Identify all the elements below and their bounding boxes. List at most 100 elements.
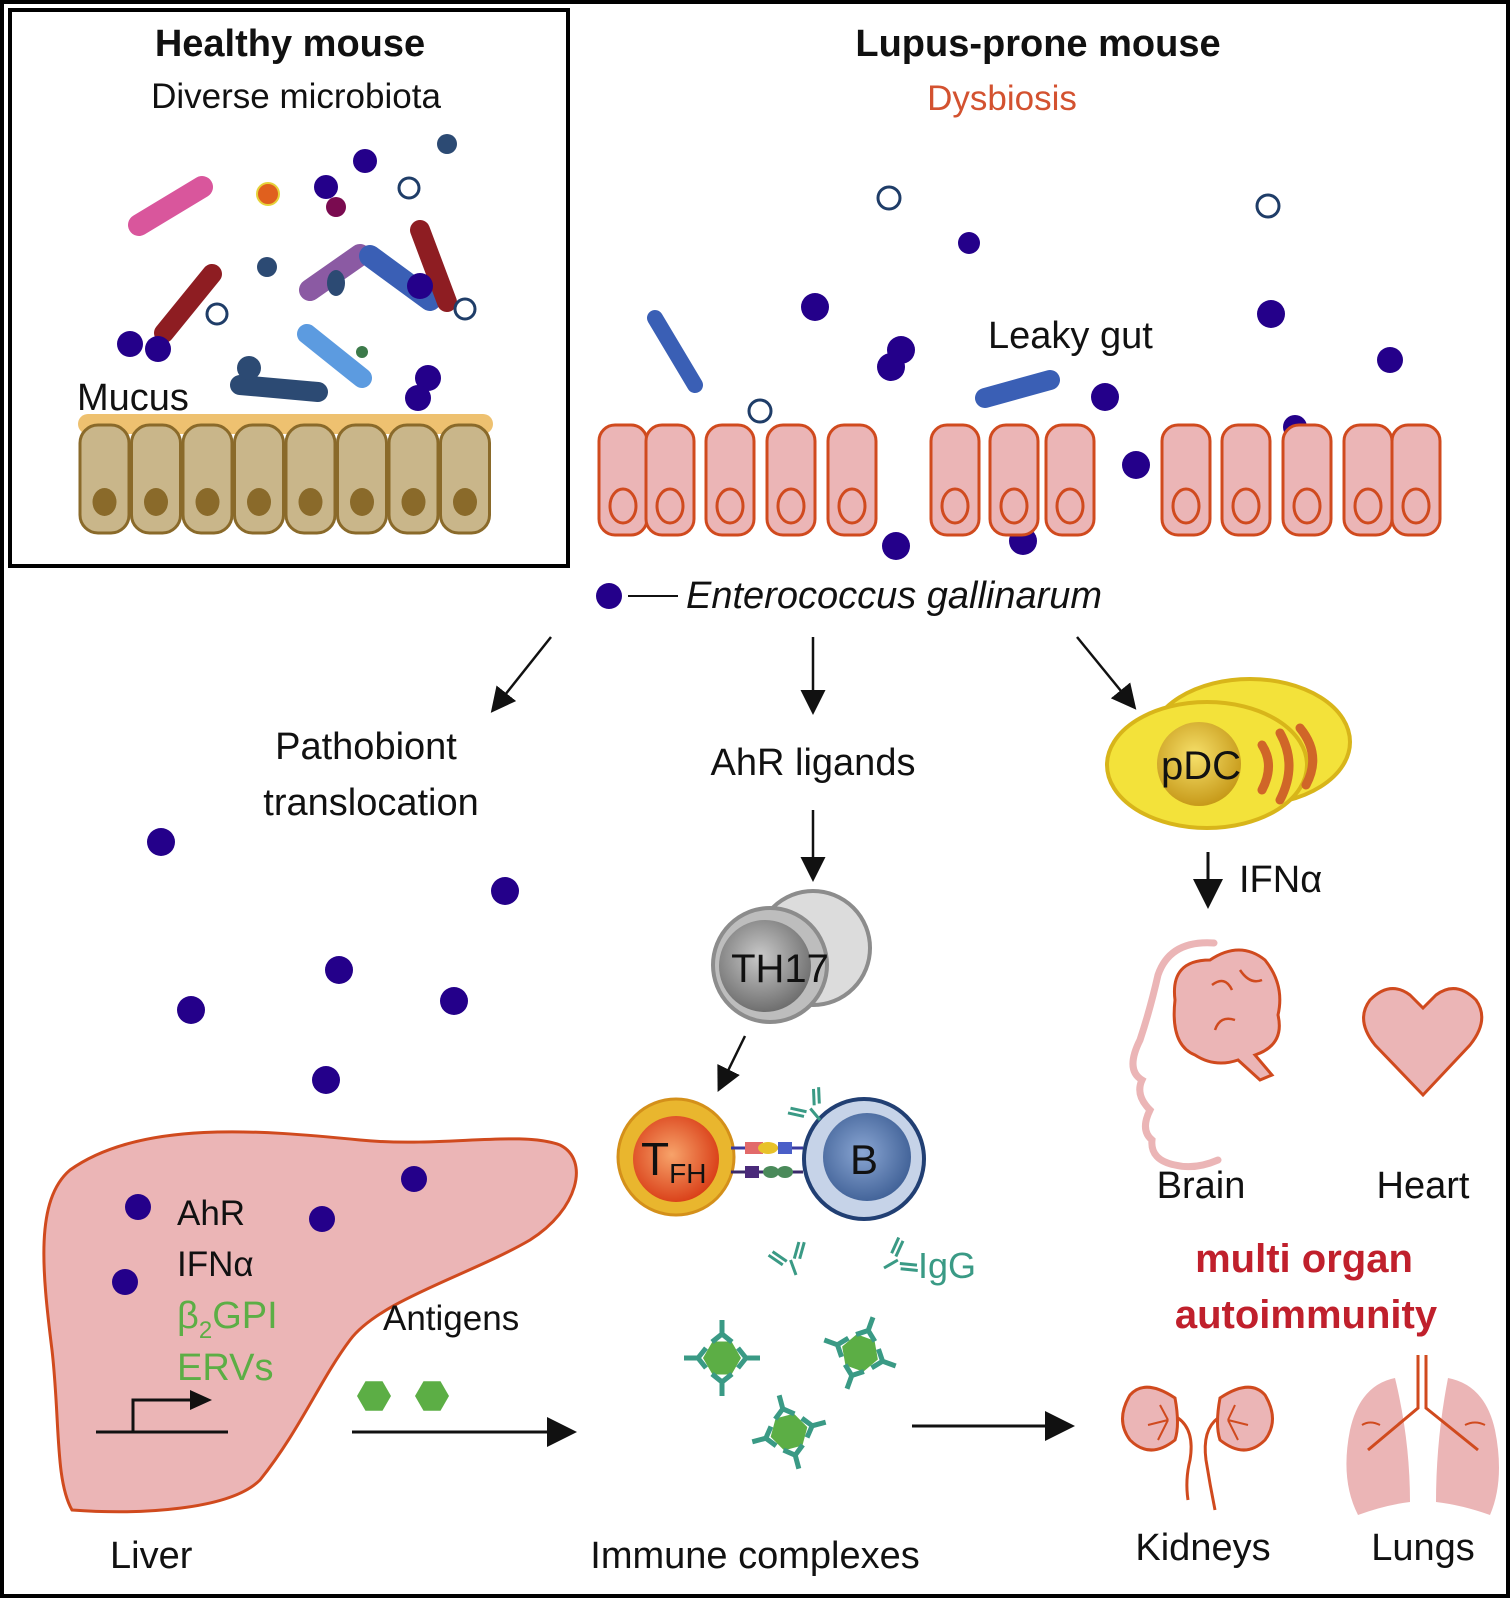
healthy-epithelial-cell <box>336 423 388 535</box>
healthy-epithelium <box>78 423 491 535</box>
immune-complex <box>684 1320 760 1396</box>
enterococcus-legend-dot <box>596 583 622 609</box>
leaky-epithelial-cell <box>704 423 756 537</box>
complex-antibody <box>782 1443 805 1470</box>
complex-antibody <box>773 1394 796 1421</box>
translocation-branch: Pathobiont translocation <box>147 726 519 1094</box>
lungs-label: Lungs <box>1371 1527 1475 1569</box>
liver-bacterium <box>309 1206 335 1232</box>
liver-label: Liver <box>110 1535 193 1577</box>
complex-antigen <box>770 1413 808 1451</box>
gene-promoter-icon <box>96 1390 228 1434</box>
healthy-mouse-title: Healthy mouse <box>155 23 425 65</box>
outcome-line2: autoimmunity <box>1175 1293 1438 1337</box>
complex-antibody <box>870 1348 897 1371</box>
liver-icon <box>42 1130 578 1514</box>
enterococcus-legend-label: Enterococcus gallinarum <box>686 575 1102 617</box>
healthy-epithelial-cell <box>439 423 491 535</box>
healthy-epithelial-cell <box>78 423 131 535</box>
brain-icon <box>1129 939 1282 1171</box>
liver-bacterium <box>401 1166 427 1192</box>
b-cell-icon <box>787 1087 926 1221</box>
leaky-epithelial-cell <box>929 423 981 537</box>
antigens-label: Antigens <box>383 1299 519 1338</box>
complex-antibody <box>736 1346 760 1370</box>
lupus-mouse-title: Lupus-prone mouse <box>855 23 1220 65</box>
healthy-epithelial-cell <box>387 423 440 535</box>
heart-icon <box>1362 987 1484 1098</box>
igg-label: IgG <box>918 1245 976 1286</box>
translocation-label-line1: Pathobiont <box>275 726 457 768</box>
liver-marker-ifna: IFNα <box>177 1245 254 1284</box>
healthy-epithelial-cell <box>181 423 234 535</box>
complex-antibody <box>751 1425 778 1448</box>
immune-complex <box>823 1316 897 1390</box>
arrow-to-tfh <box>717 1035 747 1092</box>
liver-marker-b2gpi: β2GPI <box>177 1295 278 1344</box>
outcome-line1: multi organ <box>1195 1237 1413 1281</box>
tfh-label: TFH <box>641 1133 706 1189</box>
liver-bacterium <box>125 1194 151 1220</box>
arrow-to-pdc <box>1076 636 1137 710</box>
th17-cell-icon <box>711 889 872 1024</box>
dysbiosis-label: Dysbiosis <box>927 79 1077 118</box>
complex-antibody <box>823 1335 850 1358</box>
leaky-epithelial-cell <box>988 423 1040 537</box>
diverse-microbiota-icon <box>117 134 477 411</box>
leaky-gut-label: Leaky gut <box>988 315 1153 357</box>
pdc-cell-icon <box>1105 677 1352 830</box>
complex-antibody <box>855 1316 878 1343</box>
leaky-epithelial-cell <box>1281 423 1333 537</box>
pdc-label: pDC <box>1161 744 1241 788</box>
complex-antibody <box>710 1320 734 1344</box>
b-cell-label: B <box>850 1136 878 1183</box>
arrow-to-translocation <box>490 636 552 713</box>
leaky-epithelial-cell <box>644 423 696 537</box>
complex-antigen <box>703 1341 741 1375</box>
ahr-branch: AhR ligands TH17 TFH <box>590 742 1075 1577</box>
antigen-hexagon <box>415 1381 449 1411</box>
liver-section: AhR IFNα β2GPI ERVs Liver Antigens <box>42 1130 578 1577</box>
ahr-ligands-label: AhR ligands <box>711 742 916 784</box>
immune-complex <box>751 1394 827 1470</box>
heart-label: Heart <box>1377 1165 1470 1207</box>
leaky-epithelial-cell <box>765 423 817 537</box>
leaky-epithelial-cell <box>826 423 878 537</box>
healthy-mouse-subtitle: Diverse microbiota <box>151 77 441 116</box>
healthy-epithelial-cell <box>130 423 182 535</box>
antigen-hexagon <box>357 1381 391 1411</box>
leaky-epithelial-cell <box>597 423 649 537</box>
tfh-cell-icon <box>616 1097 736 1217</box>
liver-bacterium <box>112 1269 138 1295</box>
mucus-layer <box>78 414 493 434</box>
kidneys-label: Kidneys <box>1135 1527 1270 1569</box>
complex-antibody <box>710 1372 734 1396</box>
complex-antibody <box>800 1416 827 1439</box>
igg-antibody-icon <box>767 1236 918 1276</box>
translocating-bacteria-icon <box>147 828 519 1094</box>
leaky-epithelial-cell <box>1160 423 1212 537</box>
immune-complexes-icon <box>684 1316 897 1470</box>
liver-marker-ervs: ERVs <box>177 1347 273 1389</box>
complex-antibody <box>684 1346 708 1370</box>
complex-antigen <box>842 1334 878 1372</box>
ifna-label: IFNα <box>1239 859 1322 901</box>
brain-label: Brain <box>1157 1165 1246 1207</box>
lupus-prone-mouse-panel: Lupus-prone mouse Dysbiosis Leaky gut En… <box>596 23 1442 617</box>
leaky-epithelial-cell <box>1044 423 1096 537</box>
leaky-epithelial-cell <box>1220 423 1272 537</box>
healthy-epithelial-cell <box>233 423 285 535</box>
th17-label: TH17 <box>731 947 829 991</box>
complex-antibody <box>842 1363 865 1390</box>
healthy-epithelial-cell <box>284 423 337 535</box>
immune-synapse-icon <box>731 1142 803 1178</box>
leaky-epithelial-cell <box>1390 423 1442 537</box>
mucus-label: Mucus <box>77 377 189 419</box>
immune-complexes-label: Immune complexes <box>590 1535 919 1577</box>
lungs-icon <box>1346 1355 1499 1515</box>
healthy-mouse-panel: Healthy mouse Diverse microbiota <box>8 8 570 568</box>
leaky-epithelial-cell <box>1342 423 1394 537</box>
